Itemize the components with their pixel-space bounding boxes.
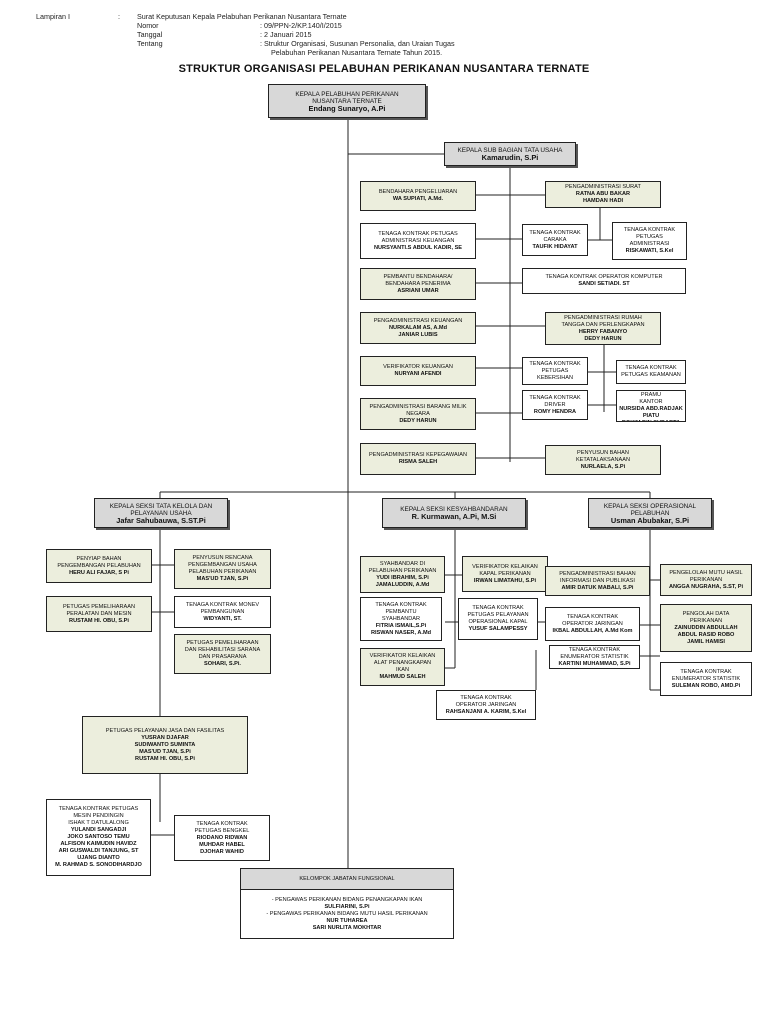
verifikator-keuangan-box: VERIFIKATOR KEUANGAN NURYANI AFENDI — [360, 356, 476, 386]
tk-admin-keuangan-box: TENAGA KONTRAK PETUGAS ADMINISTRASI KEUA… — [360, 223, 476, 259]
tk-operasional-kapal-box: TENAGA KONTRAK PETUGAS PELAYANAN OPERASI… — [458, 598, 538, 640]
tentang-label: Tentang — [137, 39, 163, 48]
tk-pembantu-syahbandar-box: TENAGA KONTRAK PEMBANTU SYAHBANDAR FITRI… — [360, 597, 442, 641]
kepala-seksi-tata-kelola-box: KEPALA SEKSI TATA KELOLA DAN PELAYANAN U… — [94, 498, 228, 528]
lampiran-colon: : — [118, 12, 120, 21]
tentang-value-line1: : Struktur Organisasi, Susunan Personali… — [260, 39, 455, 48]
verifikator-kapal-box: VERIFIKATOR KELAIKAN KAPAL PERIKANAN IRW… — [462, 556, 548, 592]
tk-petugas-administrasi-box: TENAGA KONTRAK PETUGAS ADMINISTRASI RISK… — [612, 222, 687, 260]
tk-caraka-box: TENAGA KONTRAK CARAKA TAUFIK HIDAYAT — [522, 224, 588, 256]
box-names: Endang Sunaryo, A.Pi — [308, 103, 386, 113]
document-title: Surat Keputusan Kepala Pelabuhan Perikan… — [137, 12, 347, 21]
box-title: KEPALA PELABUHAN PERIKANAN NUSANTARA TER… — [295, 90, 399, 105]
tk-operator-jaringan-1-box: TENAGA KONTRAK OPERATOR JARINGAN RAHSANJ… — [436, 690, 536, 720]
nomor-label: Nomor — [137, 21, 159, 30]
chart-title: STRUKTUR ORGANISASI PELABUHAN PERIKANAN … — [178, 63, 590, 75]
tk-enumerator-2-box: TENAGA KONTRAK ENUMERATOR STATISTIK SULE… — [660, 662, 752, 696]
tentang-value-line2: Pelabuhan Perikanan Nusantara Ternate Ta… — [271, 48, 443, 57]
kelompok-jabatan-fungsional-detail: - PENGAWAS PERIKANAN BIDANG PENANGKAPAN … — [240, 889, 454, 939]
pengadministrasi-keuangan-box: PENGADMINISTRASI KEUANGAN NURKALAM AS, A… — [360, 312, 476, 344]
pengadministrasi-informasi-box: PENGADMINISTRASI BAHAN INFORMASI DAN PUB… — [545, 566, 650, 596]
kepala-pelabuhan-box: KEPALA PELABUHAN PERIKANAN NUSANTARA TER… — [268, 84, 426, 118]
fungsional-names-2: NUR TUHAREA SARI NURLITA MOKHTAR — [312, 917, 382, 931]
nomor-value: : 09/PPN-2/KP.140/I/2015 — [260, 21, 342, 30]
pengadministrasi-kepegawaian-box: PENGADMINISTRASI KEPEGAWAIAN RISMA SALEH — [360, 443, 476, 475]
tanggal-label: Tanggal — [137, 30, 163, 39]
kepala-seksi-kesyahbandaran-box: KEPALA SEKSI KESYAHBANDARAN R. Kurmawan,… — [382, 498, 526, 528]
tk-enumerator-1-box: TENAGA KONTRAK ENUMERATOR STATISTIK KART… — [549, 645, 640, 669]
pengadministrasi-surat-box: PENGADMINISTRASI SURAT RATNA ABU BAKAR H… — [545, 181, 661, 208]
syahbandar-box: SYAHBANDAR DI PELABUHAN PERIKANAN YUDI I… — [360, 556, 445, 593]
verifikator-alat-tangkap-box: VERIFIKATOR KELAIKAN ALAT PENANGKAPAN IK… — [360, 648, 445, 686]
tanggal-value: : 2 Januari 2015 — [260, 30, 312, 39]
pengolah-data-box: PENGOLAH DATA PERIKANAN ZAINUDDIN ABDULL… — [660, 604, 752, 652]
tk-operator-komputer-box: TENAGA KONTRAK OPERATOR KOMPUTER SANDI S… — [522, 268, 686, 294]
fungsional-line-2: - PENGAWAS PERIKANAN BIDANG MUTU HASIL P… — [266, 910, 428, 917]
kepala-seksi-operasional-box: KEPALA SEKSI OPERASIONAL PELABUHAN Usman… — [588, 498, 712, 528]
fungsional-line-1: - PENGAWAS PERIKANAN BIDANG PENANGKAPAN … — [271, 896, 423, 903]
penyusun-bahan-ketatalaksanaan-box: PENYUSUN BAHAN KETATALAKSANAAN NURLAELA,… — [545, 445, 661, 475]
pengadministrasi-rumah-tangga-box: PENGADMINISTRASI RUMAH TANGGA DAN PERLEN… — [545, 312, 661, 345]
kepala-sub-bagian-tu-box: KEPALA SUB BAGIAN TATA USAHA Kamarudin, … — [444, 142, 576, 166]
pengelola-mutu-box: PENGELOLAH MUTU HASIL PERIKANAN ANGGA NU… — [660, 564, 752, 596]
pengadministrasi-barang-box: PENGADMINISTRASI BARANG MILIK NEGARA DED… — [360, 398, 476, 430]
tk-pramu-kantor-box: TENAGA KONTRAK PRAMU KANTOR NURSIDA ABD.… — [616, 390, 686, 422]
pembantu-bendahara-box: PEMBANTU BENDAHARA/ BENDAHARA PENERIMA A… — [360, 268, 476, 300]
tk-mesin-pendingin-box: TENAGA KONTRAK PETUGAS MESIN PENDINGIN I… — [46, 799, 151, 876]
petugas-sarana-prasarana-box: PETUGAS PEMELIHARAAN DAN REHABILITASI SA… — [174, 634, 271, 674]
tk-driver-box: TENAGA KONTRAK DRIVER ROMY HENDRA — [522, 390, 588, 420]
tk-monev-box: TENAGA KONTRAK MONEV PEMBANGUNAN WIDYANT… — [174, 596, 271, 628]
kelompok-jabatan-fungsional-header: KELOMPOK JABATAN FUNGSIONAL — [240, 868, 454, 890]
bendahara-pengeluaran-box: BENDAHARA PENGELUARAN WA SUPIATI, A.Md. — [360, 181, 476, 211]
lampiran-label: Lampiran I — [36, 12, 70, 21]
penyusun-rencana-box: PENYUSUN RENCANA PENGEMBANGAN USAHA PELA… — [174, 549, 271, 589]
tk-keamanan-box: TENAGA KONTRAK PETUGAS KEAMANAN — [616, 360, 686, 384]
tk-operator-jaringan-2-box: TENAGA KONTRAK OPERATOR JARINGAN IKBAL A… — [545, 607, 640, 641]
penyiap-bahan-box: PENYIAP BAHAN PENGEMBANGAN PELABUHAN HER… — [46, 549, 152, 583]
fungsional-names-1: SULFIARINI, S.Pi — [324, 903, 370, 910]
tk-bengkel-box: TENAGA KONTRAK PETUGAS BENGKEL RIODANO R… — [174, 815, 270, 861]
petugas-pemeliharaan-mesin-box: PETUGAS PEMELIHARAAN PERALATAN DAN MESIN… — [46, 596, 152, 632]
tk-kebersihan-box: TENAGA KONTRAK PETUGAS KEBERSIHAN — [522, 357, 588, 385]
petugas-pelayanan-jasa-box: PETUGAS PELAYANAN JASA DAN FASILITAS YUS… — [82, 716, 248, 774]
